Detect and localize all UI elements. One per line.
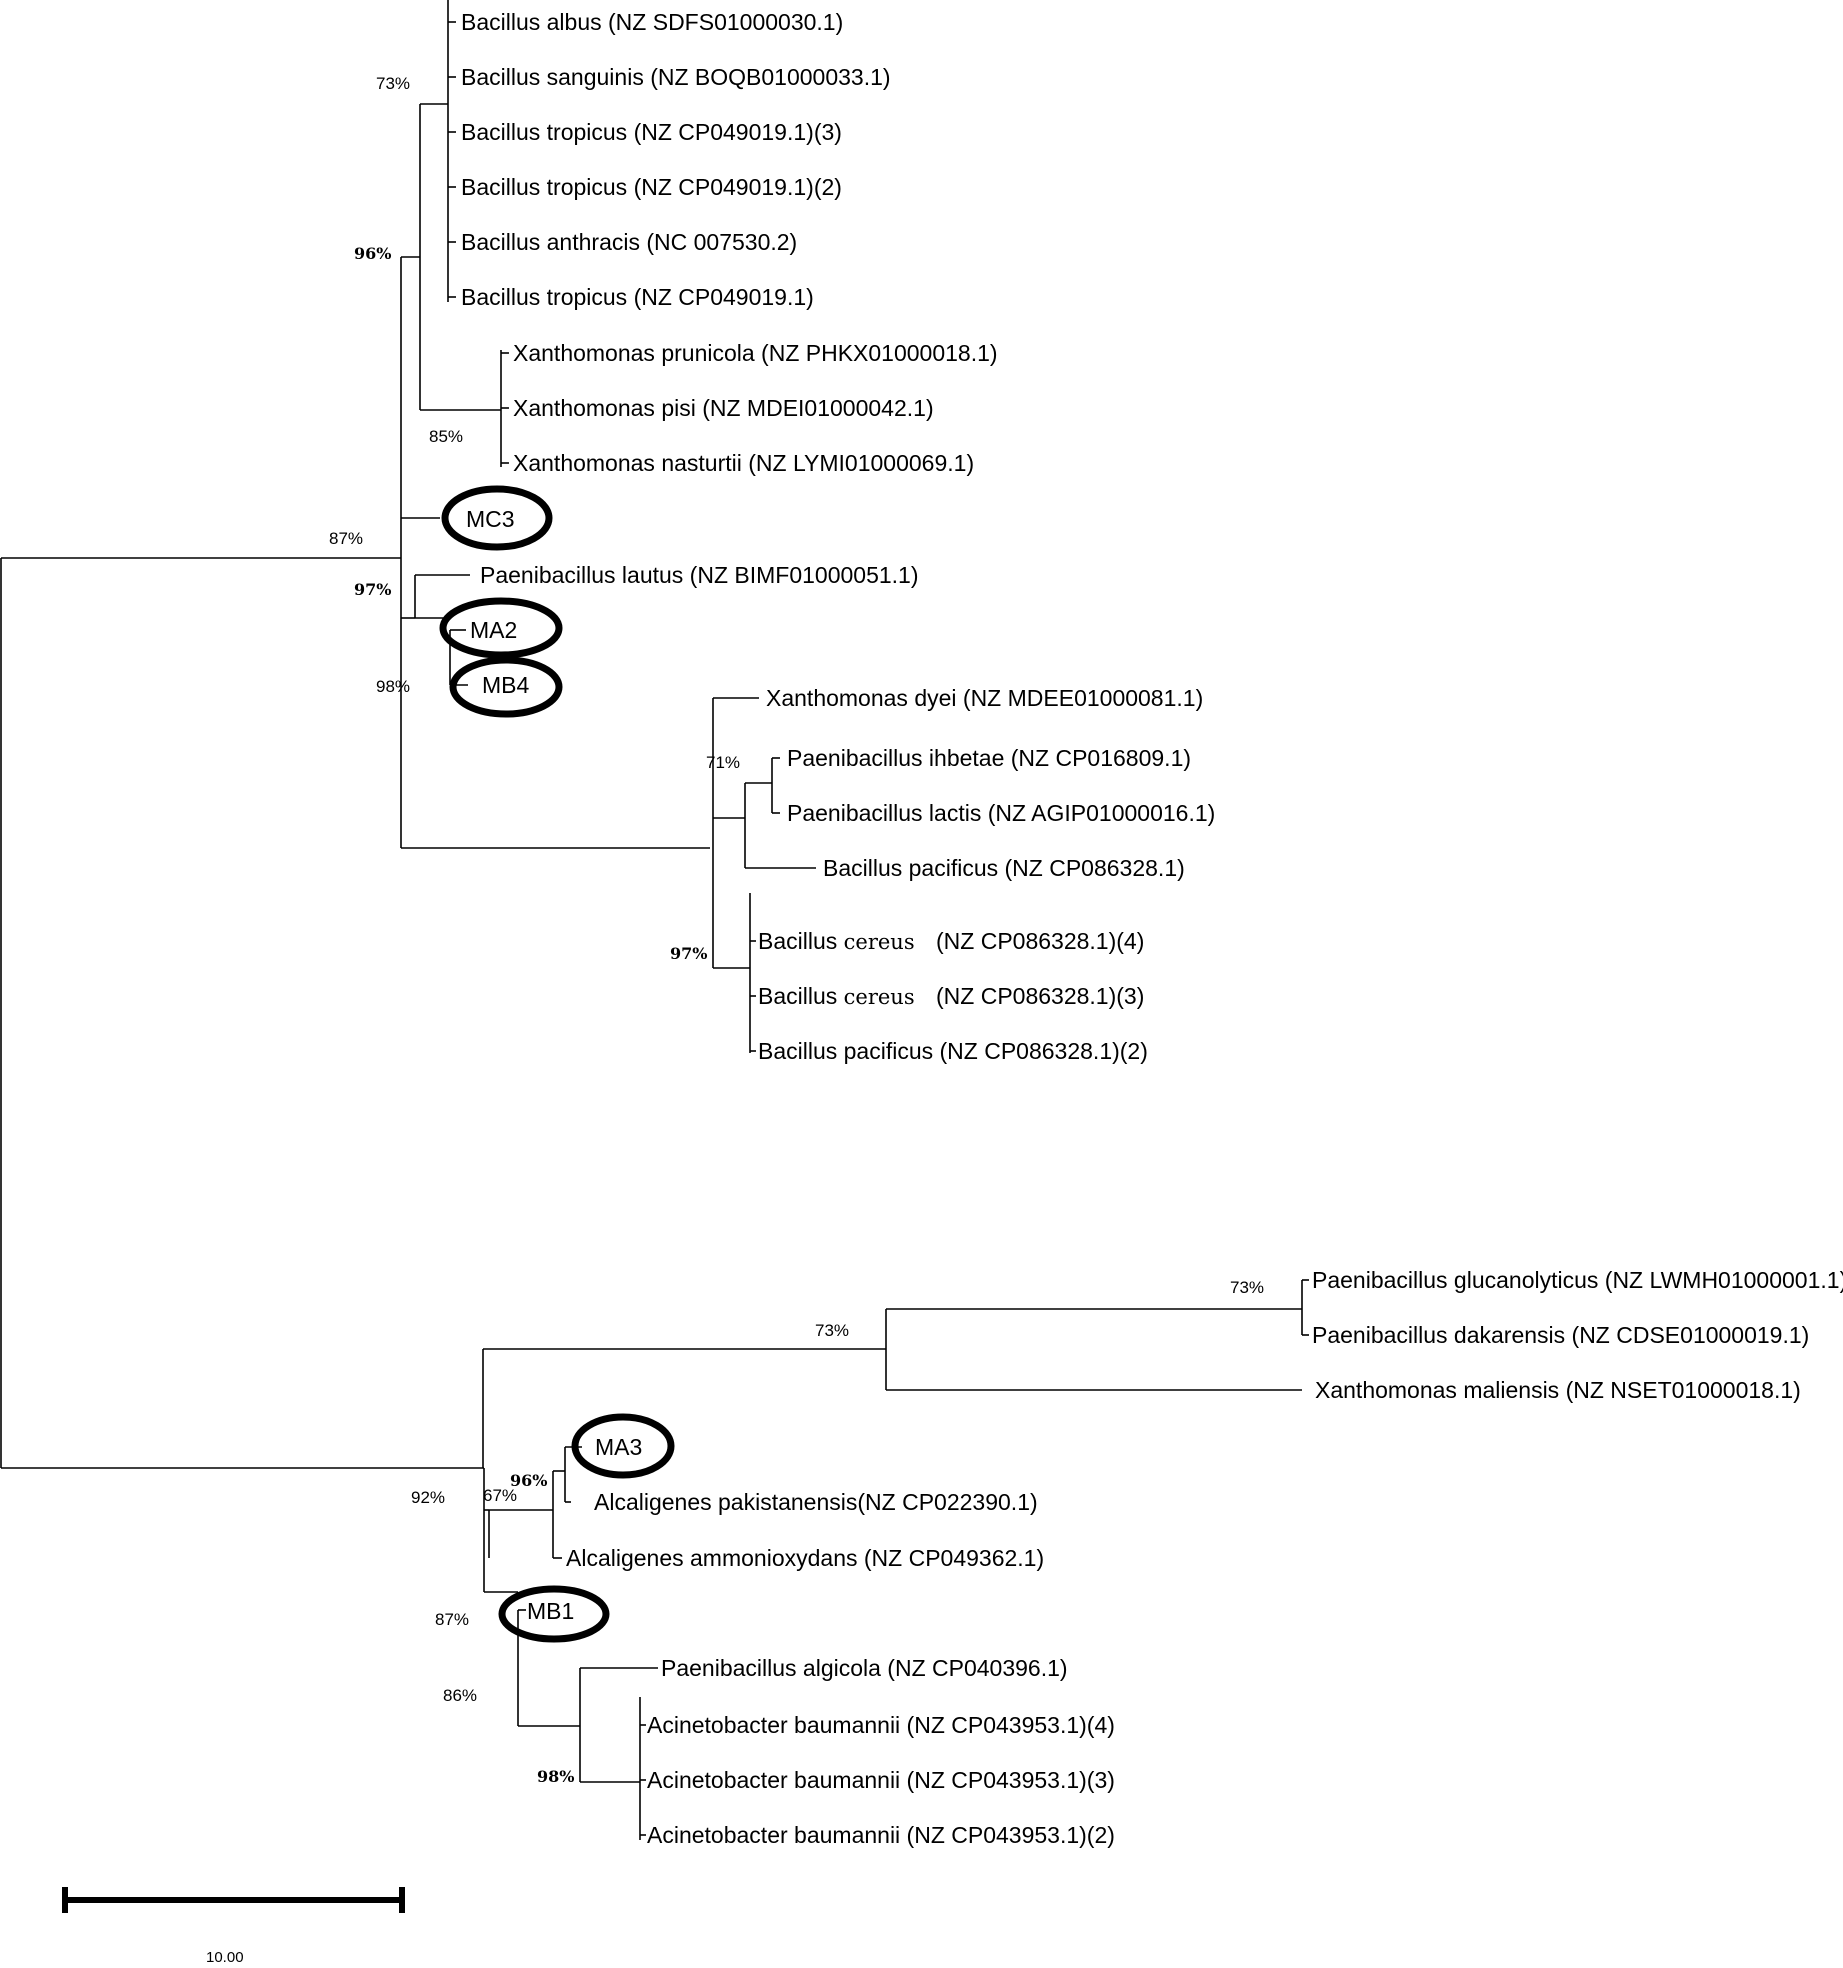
leaf-label-mb1: MB1 xyxy=(527,1598,574,1624)
leaf-label-mc3: MC3 xyxy=(466,506,515,532)
highlight-ellipse-mb1 xyxy=(498,1585,610,1643)
leaf-label-acinetobacter-baumannii-3: Acinetobacter baumannii (NZ CP043953.1)(… xyxy=(647,1767,1115,1793)
leaf-label-bacillus-albus: Bacillus albus (NZ SDFS01000030.1) xyxy=(461,9,843,35)
leaf-label-paenibacillus-dakarensis: Paenibacillus dakarensis (NZ CDSE0100001… xyxy=(1312,1322,1809,1348)
tree-branches xyxy=(0,0,1309,1840)
leaf-label-mb4: MB4 xyxy=(482,672,530,698)
leaf-label-xanthomonas-maliensis: Xanthomonas maliensis (NZ NSET01000018.1… xyxy=(1315,1377,1801,1403)
highlight-ellipse-ma3 xyxy=(571,1413,675,1479)
leaf-label-paenibacillus-lactis: Paenibacillus lactis (NZ AGIP01000016.1) xyxy=(787,800,1215,826)
highlight-ellipse-ma2 xyxy=(439,597,563,659)
bootstrap-label-ma2-mb4: 98% xyxy=(376,677,410,696)
scale-bar-label: 10.00 xyxy=(206,1949,244,1966)
bootstrap-label-upper-root: 87% xyxy=(329,529,363,548)
scale-bar: 10.00 xyxy=(62,1887,405,1966)
leaf-label-bacillus-pacificus-1: Bacillus pacificus (NZ CP086328.1) xyxy=(823,855,1185,881)
leaf-label-bacillus-tropicus-2: Bacillus tropicus (NZ CP049019.1)(2) xyxy=(461,174,842,200)
leaf-label-xanthomonas-pisi: Xanthomonas pisi (NZ MDEI01000042.1) xyxy=(513,395,934,421)
leaf-label-bacillus-sanguinis: Bacillus sanguinis (NZ BOQB01000033.1) xyxy=(461,64,891,90)
leaf-label-paenibacillus-glucanolyticus: Paenibacillus glucanolyticus (NZ LWMH010… xyxy=(1312,1267,1843,1293)
bootstrap-label-lower-root: 92% xyxy=(411,1488,445,1507)
bootstrap-label-acineto-clade: 98% xyxy=(537,1767,574,1786)
leaf-label-bacillus-tropicus-1: Bacillus tropicus (NZ CP049019.1) xyxy=(461,284,814,310)
bootstrap-label-paeni-pair: 71% xyxy=(706,753,740,772)
leaf-labels: Bacillus albus (NZ SDFS01000030.1) Bacil… xyxy=(461,9,1843,1848)
isolate-highlights xyxy=(439,485,675,1643)
bootstrap-label-gluc-dak: 73% xyxy=(1230,1278,1264,1297)
leaf-label-bacillus-pacificus-2: Bacillus pacificus (NZ CP086328.1)(2) xyxy=(758,1038,1148,1064)
leaf-label-alcaligenes-ammonioxydans: Alcaligenes ammonioxydans (NZ CP049362.1… xyxy=(566,1545,1044,1571)
bootstrap-label-mb1-group: 87% xyxy=(435,1610,469,1629)
bootstrap-label-ma3-pak: 96% xyxy=(510,1471,547,1490)
leaf-label-xanthomonas-prunicola: Xanthomonas prunicola (NZ PHKX01000018.1… xyxy=(513,340,998,366)
leaf-label-bacillus-cereus-3: Bacillus cereus(NZ CP086328.1)(3) xyxy=(758,983,1144,1009)
leaf-label-bacillus-anthracis: Bacillus anthracis (NC 007530.2) xyxy=(461,229,797,255)
highlight-ellipse-mb4 xyxy=(449,656,563,718)
leaf-label-bacillus-cereus-4: Bacillus cereus(NZ CP086328.1)(4) xyxy=(758,928,1144,954)
bootstrap-label-cereus-clade: 97% xyxy=(670,944,707,963)
bootstrap-label-bacillus-clade: 73% xyxy=(376,74,410,93)
leaf-label-acinetobacter-baumannii-2: Acinetobacter baumannii (NZ CP043953.1)(… xyxy=(647,1822,1115,1848)
bootstrap-label-alcaligenes-clade: 67% xyxy=(483,1486,517,1505)
leaf-label-acinetobacter-baumannii-4: Acinetobacter baumannii (NZ CP043953.1)(… xyxy=(647,1712,1115,1738)
leaf-label-paenibacillus-ihbetae: Paenibacillus ihbetae (NZ CP016809.1) xyxy=(787,745,1191,771)
bootstrap-label-bacillus-xantho: 96% xyxy=(354,244,391,263)
leaf-label-paenibacillus-algicola: Paenibacillus algicola (NZ CP040396.1) xyxy=(661,1655,1068,1681)
leaf-label-ma3: MA3 xyxy=(595,1434,642,1460)
leaf-label-xanthomonas-nasturtii: Xanthomonas nasturtii (NZ LYMI01000069.1… xyxy=(513,450,974,476)
leaf-label-xanthomonas-dyei: Xanthomonas dyei (NZ MDEE01000081.1) xyxy=(766,685,1203,711)
leaf-label-alcaligenes-pakistanensis: Alcaligenes pakistanensis(NZ CP022390.1) xyxy=(594,1489,1038,1515)
bootstrap-label-xantho-clade: 85% xyxy=(429,427,463,446)
bootstrap-values: 73% 96% 85% 87% 97% 98% 71% 97% 73% 73% … xyxy=(329,74,1264,1786)
leaf-label-bacillus-tropicus-3: Bacillus tropicus (NZ CP049019.1)(3) xyxy=(461,119,842,145)
highlight-ellipse-mc3 xyxy=(441,485,553,551)
bootstrap-label-mb1-acineto: 86% xyxy=(443,1686,477,1705)
leaf-label-paenibacillus-lautus: Paenibacillus lautus (NZ BIMF01000051.1) xyxy=(480,562,919,588)
bootstrap-label-gluc-mal: 73% xyxy=(815,1321,849,1340)
bootstrap-label-lautus-group: 97% xyxy=(354,580,391,599)
leaf-label-ma2: MA2 xyxy=(470,617,517,643)
